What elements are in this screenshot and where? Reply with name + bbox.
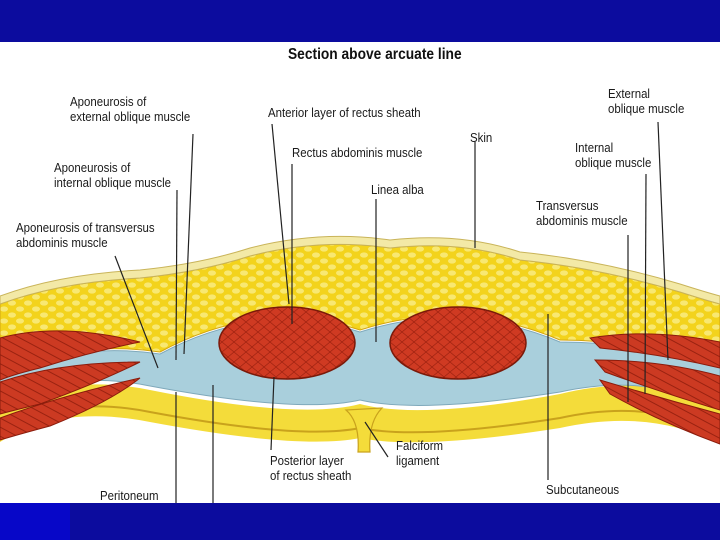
right-external-oblique — [588, 333, 720, 369]
right-internal-oblique — [593, 359, 720, 411]
left-external-oblique — [0, 330, 141, 381]
figure-title: Section above arcuate line — [288, 46, 462, 63]
slide-top-bar — [0, 0, 720, 42]
anatomy-figure: Section above arcuate line Aponeurosis o… — [0, 42, 720, 503]
slide-bottom-bar — [0, 503, 720, 540]
label-linea-alba: Linea alba — [371, 182, 424, 197]
label-subcutaneous: Subcutaneous — [546, 482, 620, 497]
right-transversus — [598, 379, 720, 445]
label-skin: Skin — [470, 130, 493, 145]
label-peritoneum: Peritoneum — [100, 488, 159, 503]
right-rectus-abdominis — [389, 306, 527, 380]
label-falciform-ligament: Falciform ligament — [396, 438, 444, 468]
label-posterior-layer-rectus-sheath: Posterior layer of rectus sheath — [270, 453, 352, 483]
label-aponeurosis-external-oblique: Aponeurosis of external oblique muscle — [70, 94, 191, 124]
left-rectus-abdominis — [218, 306, 356, 380]
left-internal-oblique — [0, 361, 141, 415]
label-aponeurosis-transversus: Aponeurosis of transversus abdominis mus… — [16, 220, 155, 250]
skin-layer — [0, 235, 720, 305]
falciform-ligament-shape — [344, 407, 384, 453]
label-transversus-abdominis: Transversus abdominis muscle — [536, 198, 628, 228]
slide-bottom-accent — [0, 503, 70, 540]
label-aponeurosis-internal-oblique: Aponeurosis of internal oblique muscle — [54, 160, 172, 190]
label-rectus-abdominis: Rectus abdominis muscle — [292, 145, 423, 160]
label-internal-oblique: Internal oblique muscle — [575, 140, 652, 170]
label-anterior-layer-rectus-sheath: Anterior layer of rectus sheath — [268, 105, 421, 120]
left-transversus — [0, 377, 141, 441]
abdominal-wall-cross-section — [0, 121, 720, 503]
label-external-oblique: External oblique muscle — [608, 86, 685, 116]
